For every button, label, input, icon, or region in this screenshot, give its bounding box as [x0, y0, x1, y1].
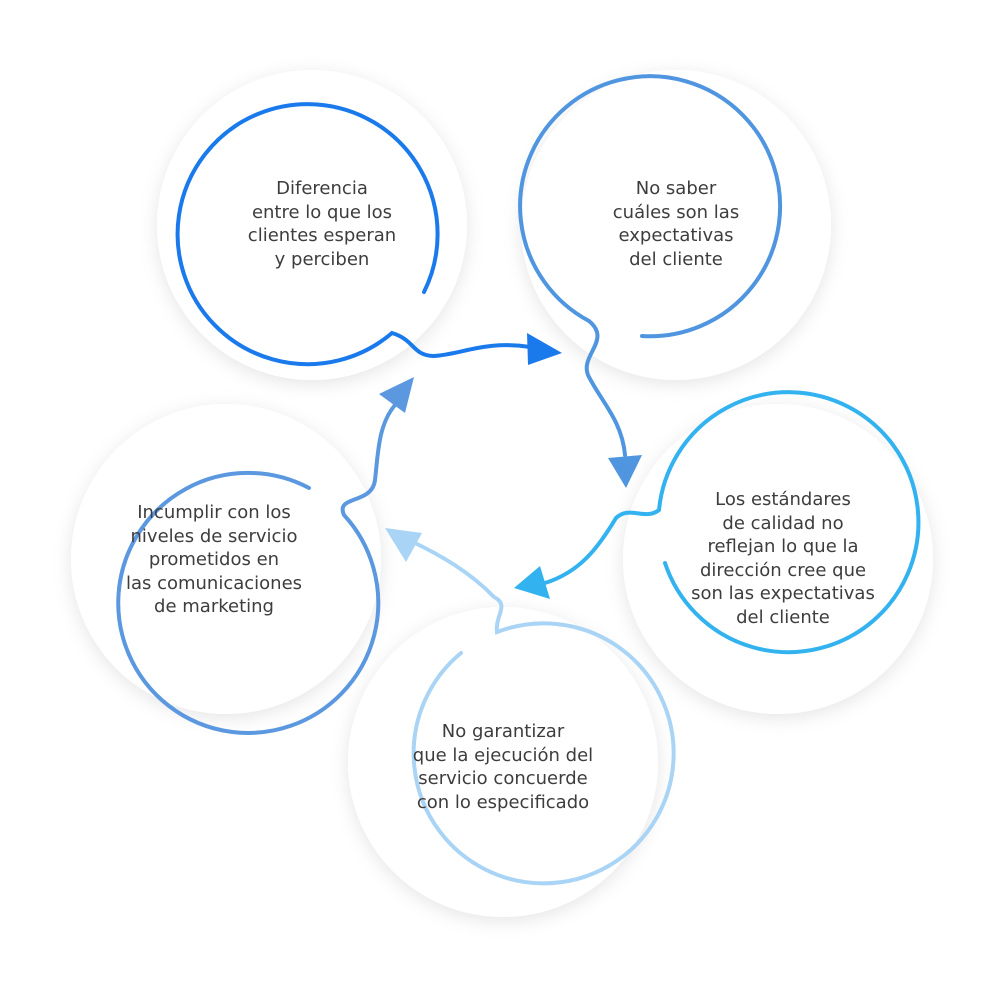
arrow-n1-to-n2	[527, 333, 562, 365]
node-4-disc	[348, 607, 658, 917]
node-3-label: Los estándares de calidad no reflejan lo…	[691, 489, 875, 628]
arrow-n4-to-n5	[385, 528, 422, 562]
node-1-ring	[175, 102, 532, 367]
node-4-ring	[411, 540, 676, 886]
arrow-n2-to-n3	[608, 455, 642, 488]
node-1-disc	[157, 70, 467, 380]
node-discs	[71, 70, 933, 917]
node-1-label: Diferencia entre lo que los clientes esp…	[247, 178, 397, 270]
node-2-label: No saber cuáles son las expectativas del…	[612, 178, 740, 270]
arrow-n3-to-n4	[514, 566, 550, 599]
node-4-label: No garantizar que la ejecución del servi…	[412, 721, 594, 813]
arrowheads	[379, 333, 642, 599]
node-2-ring	[518, 74, 783, 457]
node-2-disc	[521, 70, 831, 380]
arrow-n5-to-n1	[379, 377, 414, 413]
node-5-label: Incumplir con los niveles de servicio pr…	[125, 502, 303, 617]
node-5-disc	[71, 404, 381, 714]
node-3-ring	[543, 390, 921, 655]
node-5-ring	[116, 403, 397, 735]
node-3-disc	[623, 404, 933, 714]
